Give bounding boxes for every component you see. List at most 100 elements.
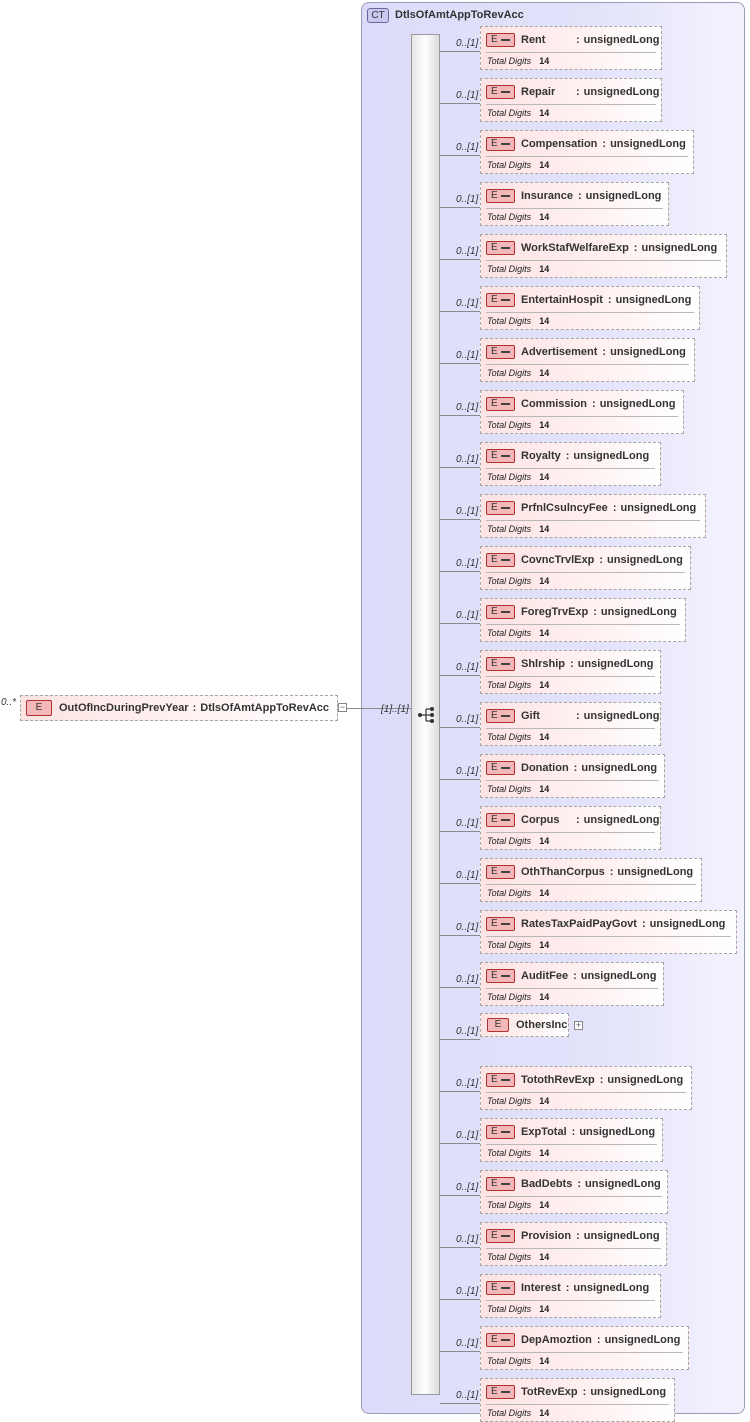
element-name: DepAmoztion <box>521 1334 592 1346</box>
element-letter: E <box>491 346 498 357</box>
facet-label: Total Digits <box>487 628 532 638</box>
type-separator: : <box>576 86 580 98</box>
element-content-icon <box>501 1131 510 1133</box>
facet-separator <box>486 676 655 677</box>
element-type: unsignedLong <box>585 1178 661 1190</box>
element-letter: E <box>491 866 498 877</box>
connector-line <box>440 207 480 208</box>
facet-separator <box>486 364 689 365</box>
element-type: unsignedLong <box>649 918 726 930</box>
element-letter: E <box>491 710 498 721</box>
element-content-icon <box>501 1183 510 1185</box>
element-badge: E <box>26 700 52 716</box>
element-badge: E <box>486 189 515 203</box>
child-occurrence: 0..[1] <box>456 558 479 569</box>
element-content-icon <box>501 923 510 925</box>
element-type: unsignedLong <box>583 814 660 826</box>
element-name: PrfnlCsulncyFee <box>521 502 608 514</box>
element-name: OthThanCorpus <box>521 866 605 878</box>
element-badge: E <box>486 501 515 515</box>
element-badge: E <box>486 709 515 723</box>
element-content-icon <box>501 1391 510 1393</box>
facet-separator <box>486 572 685 573</box>
facet-label: Total Digits <box>487 1304 532 1314</box>
connector-line <box>440 883 480 884</box>
element-type: unsignedLong <box>610 138 686 150</box>
expand-toggle-icon[interactable]: + <box>574 1020 583 1030</box>
element-content-icon <box>501 39 510 41</box>
element-type: unsignedLong <box>620 502 697 514</box>
child-occurrence: 0..[1] <box>456 1026 479 1037</box>
element-name: BadDebts <box>521 1178 573 1190</box>
type-separator: : <box>596 1334 601 1346</box>
element-name: Repair <box>521 86 556 98</box>
root-element[interactable]: E OutOfIncDuringPrevYear : DtlsOfAmtAppT… <box>20 695 338 721</box>
facet-value: 14 <box>539 1408 550 1418</box>
facet-label: Total Digits <box>487 1200 532 1210</box>
element-type: unsignedLong <box>641 242 718 254</box>
connector-line <box>440 571 480 572</box>
facet-value: 14 <box>539 56 550 66</box>
facet-value: 14 <box>539 1096 550 1106</box>
connector-line <box>440 363 480 364</box>
element-name: Advertisement <box>521 346 598 358</box>
facet-separator <box>486 104 656 105</box>
element-type: unsignedLong <box>579 1126 656 1138</box>
facet-separator <box>486 728 655 729</box>
element-name: ExpTotal <box>521 1126 567 1138</box>
element-letter: E <box>491 1230 498 1241</box>
collapse-toggle-icon[interactable]: − <box>338 702 347 712</box>
element-name: WorkStafWelfareExp <box>521 242 629 254</box>
element-badge: E <box>486 969 515 983</box>
connector-line <box>440 1143 480 1144</box>
type-separator: : <box>607 294 612 306</box>
child-occurrence: 0..[1] <box>456 506 479 517</box>
element-letter: E <box>491 1386 498 1397</box>
child-occurrence: 0..[1] <box>456 870 479 881</box>
type-separator: : <box>565 450 570 462</box>
connector-line <box>440 519 480 520</box>
